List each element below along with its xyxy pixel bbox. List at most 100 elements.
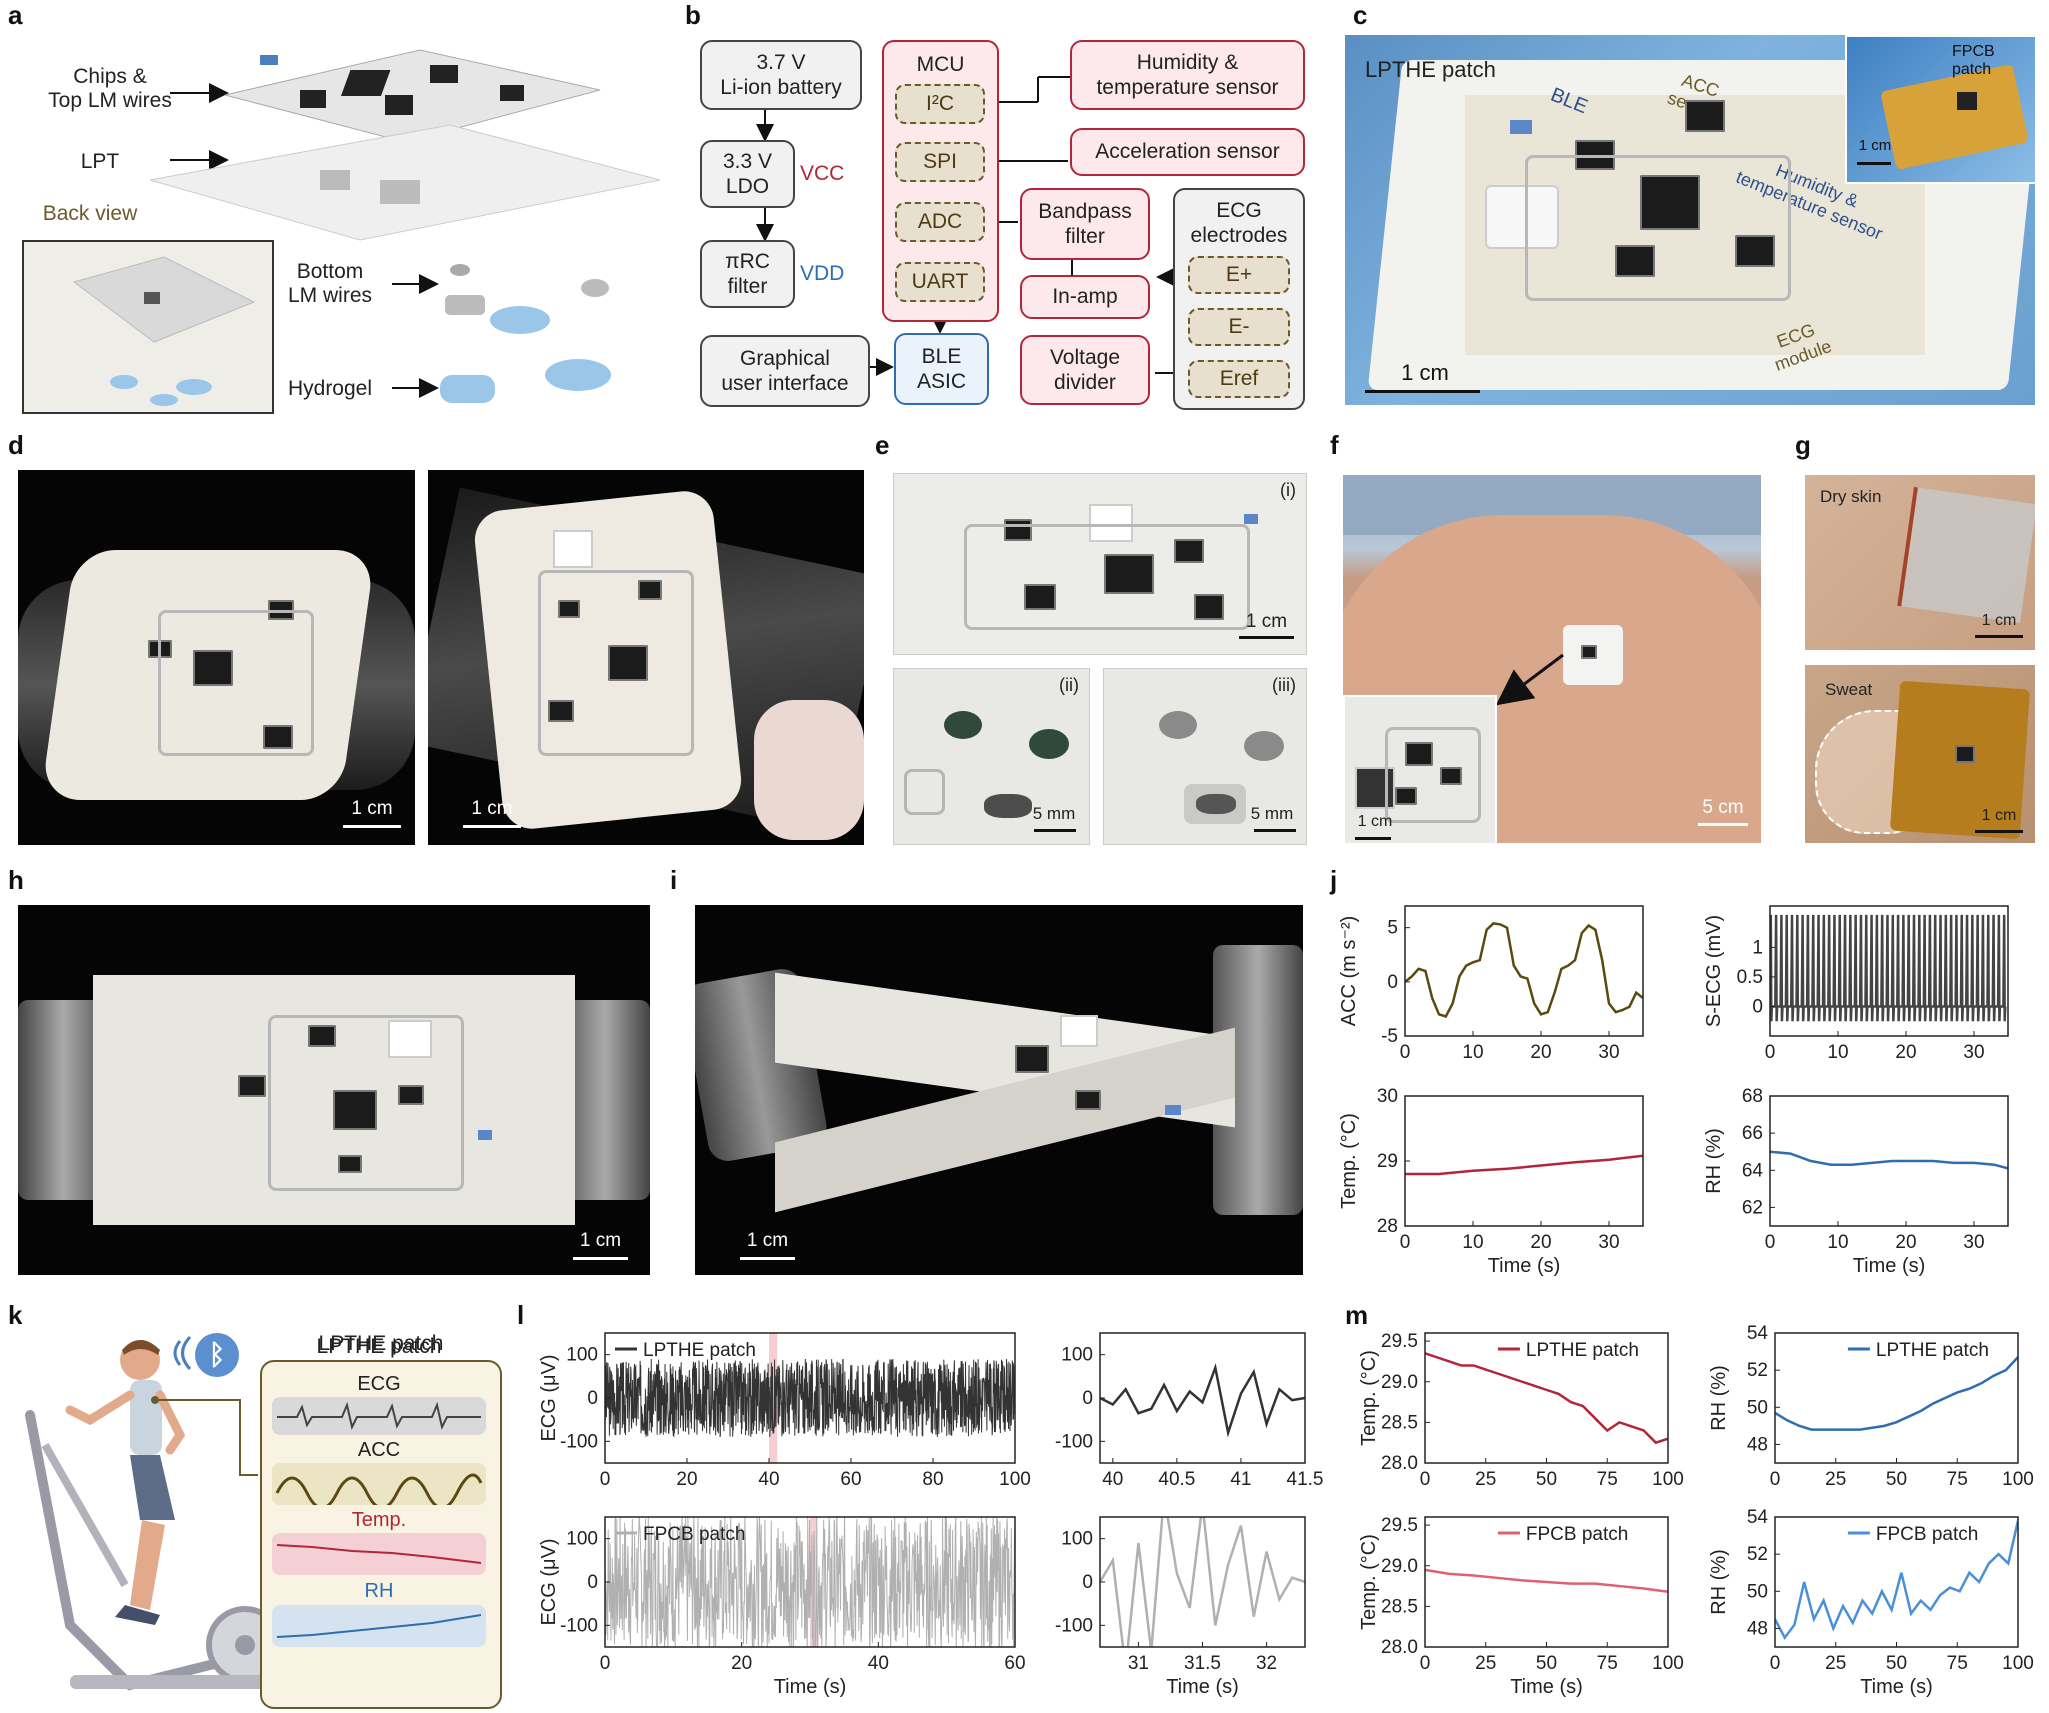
series-line-0 — [1100, 1517, 1305, 1647]
y-tick-label: 62 — [1742, 1197, 1763, 1218]
series-line-0 — [1775, 1356, 2018, 1431]
y-tick-label: 100 — [1061, 1345, 1093, 1366]
x-tick-label: 10 — [1827, 1232, 1848, 1253]
y-tick-label: 30 — [1377, 1086, 1398, 1107]
x-tick-label: 30 — [1598, 1042, 1619, 1063]
plot-frame — [1769, 905, 2009, 1037]
hand — [754, 700, 864, 840]
y-axis-label: Temp. (°C) — [1338, 1113, 1360, 1209]
y-tick-label: 0.5 — [1737, 967, 1763, 988]
y-tick-label: 5 — [1387, 918, 1398, 939]
fpcb-inset-title: FPCB patch — [1952, 43, 1995, 78]
x-tick-label: 10 — [1462, 1042, 1483, 1063]
x-axis-label: Time (s) — [1166, 1676, 1239, 1698]
x-tick-label: 0 — [600, 1653, 611, 1674]
panel-d1-scalebar — [343, 825, 401, 828]
x-tick-label: 20 — [1530, 1042, 1551, 1063]
x-tick-label: 0 — [1400, 1232, 1411, 1253]
series-line-0 — [1425, 1352, 1668, 1445]
x-tick-label: 0 — [1770, 1469, 1781, 1490]
x-tick-label: 32 — [1256, 1653, 1277, 1674]
k-temp-trace-box — [272, 1533, 486, 1575]
panel-b: 3.7 V Li-ion battery 3.3 V LDO VCC πRC f… — [690, 30, 1330, 415]
panel-e-ii-scale-text: 5 mm — [1032, 804, 1076, 823]
panel-e-i-scale-text: 1 cm — [1245, 611, 1288, 632]
x-tick-label: 31.5 — [1184, 1653, 1221, 1674]
panel-label-g: g — [1795, 430, 1811, 460]
x-tick-label: 20 — [676, 1469, 697, 1490]
x-tick-label: 75 — [1597, 1469, 1618, 1490]
panel-f-scale-text: 5 cm — [1702, 797, 1744, 818]
x-axis-label: Time (s) — [1488, 1255, 1561, 1277]
x-tick-label: 60 — [1004, 1653, 1025, 1674]
panel-e-ii-scalebar — [1034, 829, 1076, 832]
panel-label-b: b — [685, 0, 701, 30]
y-tick-label: -5 — [1381, 1026, 1398, 1047]
fpcb-board — [1880, 63, 2029, 171]
legend-label: FPCB patch — [643, 1524, 745, 1545]
fpcb-chip — [1957, 92, 1977, 110]
y-tick-label: 52 — [1747, 1360, 1768, 1381]
x-tick-label: 0 — [1765, 1042, 1776, 1063]
x-tick-label: 10 — [1462, 1232, 1483, 1253]
e-minus-electrode: E- — [1188, 308, 1290, 346]
x-tick-label: 100 — [2002, 1653, 2034, 1674]
humidity-sensor-block: Humidity & temperature sensor — [1070, 40, 1305, 110]
k-acc-label: ACC — [357, 1439, 401, 1461]
x-tick-label: 100 — [2002, 1469, 2034, 1490]
panel-e-iii-scalebar — [1254, 829, 1296, 832]
y-axis-label: S-ECG (mV) — [1703, 915, 1725, 1027]
e-i-label: (i) — [1280, 480, 1296, 500]
sweat-label: Sweat — [1825, 680, 1873, 699]
right-clamp — [560, 1000, 650, 1200]
panel-e-photo-iii: (iii) 5 mm — [1103, 668, 1307, 845]
y-tick-label: 28.5 — [1381, 1596, 1418, 1617]
panel-g-photo-sweat: Sweat 1 cm — [1805, 665, 2035, 843]
y-tick-label: 100 — [1061, 1529, 1093, 1550]
legend-label: LPTHE patch — [1876, 1340, 1989, 1361]
spi-block: SPI — [895, 142, 985, 182]
panel-f-scalebar — [1698, 823, 1748, 826]
x-axis-label: Time (s) — [1853, 1255, 1926, 1277]
y-tick-label: 100 — [566, 1345, 598, 1366]
panel-g1-scale-text: 1 cm — [1981, 612, 2017, 629]
x-tick-label: 75 — [1597, 1653, 1618, 1674]
ble-antenna — [1510, 120, 1532, 134]
k-rh-trace-box — [272, 1605, 486, 1647]
legend-label: LPTHE patch — [1526, 1340, 1639, 1361]
fpcb-inset: FPCB patch 1 cm — [1845, 35, 2035, 184]
y-axis-label: RH (%) — [1703, 1128, 1725, 1194]
y-tick-label: 29 — [1377, 1151, 1398, 1172]
patch-on-dry-skin — [1897, 486, 2035, 624]
x-tick-label: 25 — [1825, 1653, 1846, 1674]
y-tick-label: -100 — [560, 1615, 598, 1636]
y-tick-label: 50 — [1747, 1397, 1768, 1418]
x-tick-label: 25 — [1475, 1469, 1496, 1490]
y-tick-label: 64 — [1742, 1160, 1764, 1181]
bandpass-filter-block: Bandpass filter — [1020, 188, 1150, 260]
lpthe-patch-title: LPTHE patch — [1365, 57, 1496, 82]
x-tick-label: 20 — [1895, 1042, 1916, 1063]
y-axis-label: ECG (μV) — [538, 1538, 560, 1625]
y-tick-label: 29.5 — [1381, 1331, 1418, 1352]
y-tick-label: 0 — [1082, 1388, 1093, 1409]
voltage-divider-block: Voltage divider — [1020, 335, 1150, 405]
panel-d1-scale-text: 1 cm — [351, 798, 393, 819]
y-tick-label: 48 — [1747, 1434, 1768, 1455]
y-tick-label: 66 — [1742, 1123, 1763, 1144]
panel-h-scale-text: 1 cm — [579, 1230, 622, 1251]
plot-frame — [1404, 905, 1644, 1037]
series-line-0 — [1775, 1520, 2018, 1641]
panel-label-f: f — [1330, 430, 1339, 460]
panel-i-scale-text: 1 cm — [746, 1230, 789, 1251]
x-tick-label: 50 — [1886, 1469, 1907, 1490]
x-tick-label: 0 — [1400, 1042, 1411, 1063]
